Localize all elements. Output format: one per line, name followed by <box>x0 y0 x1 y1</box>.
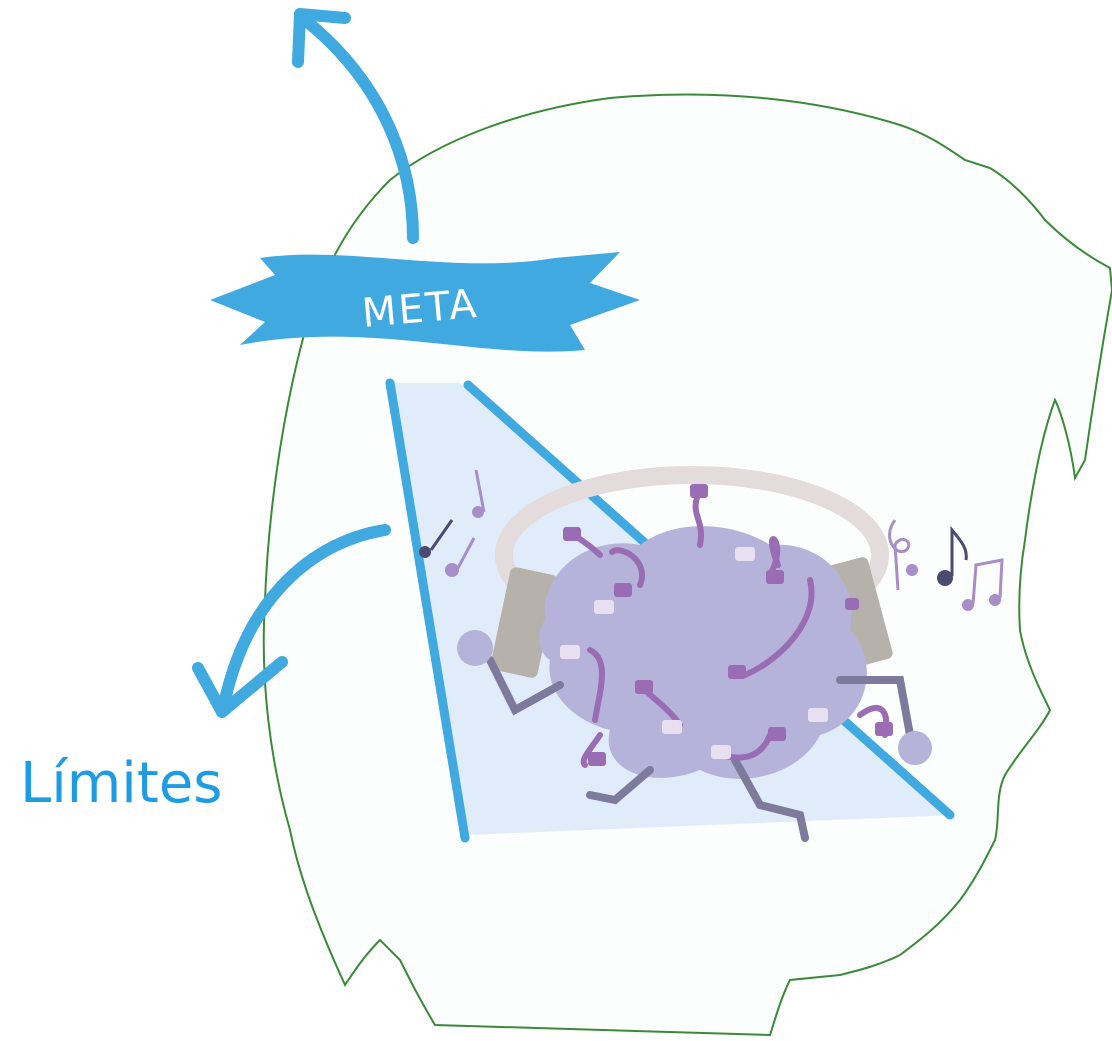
creature-hand-left <box>457 630 493 666</box>
limits-label: Límites <box>20 756 222 812</box>
creature-hand-right <box>898 731 932 765</box>
